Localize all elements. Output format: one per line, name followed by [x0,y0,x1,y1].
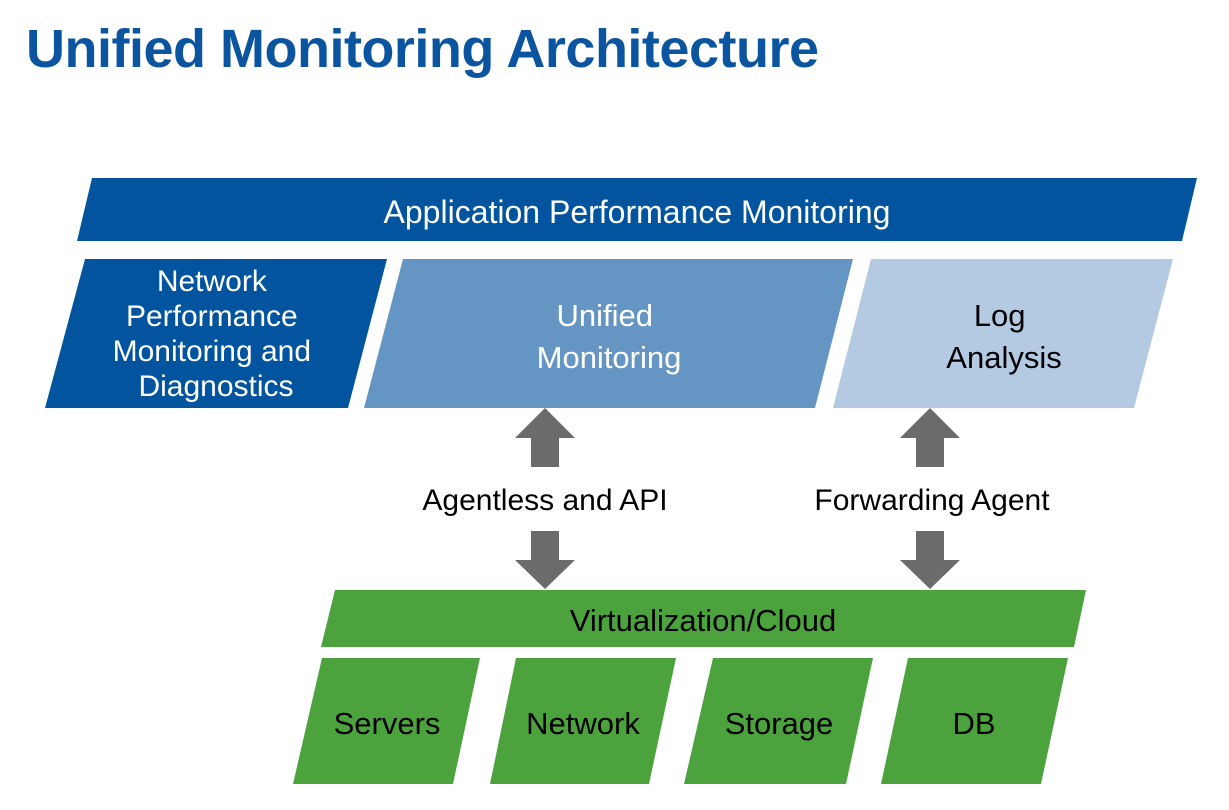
log-analysis-label: Log Analysis [946,298,1061,375]
npm-label-line: Diagnostics [138,370,293,403]
cloud-layer: Virtualization/Cloud [321,590,1086,647]
resource-label-db: DB [952,706,995,741]
resource-block-db [881,658,1068,784]
npm-label-line: Performance [126,300,298,333]
apm-label: Application Performance Monitoring [384,194,891,230]
resource-block-storage [684,658,873,784]
arrow-down-icon [515,531,575,589]
unified-monitoring-label: Unified Monitoring [537,298,682,375]
log-analysis-label-line: Analysis [946,340,1061,375]
unified-monitoring-block [364,259,853,408]
npm-label-line: Monitoring and [113,335,311,368]
npm-label: Network Performance Monitoring and Diagn… [113,265,320,403]
page-title: Unified Monitoring Architecture [26,19,819,79]
right-connector: Forwarding Agent [814,408,1050,589]
npm-block [45,259,387,408]
resource-layer: Servers Network Storage DB [293,658,1068,784]
arrow-down-icon [900,531,960,589]
log-analysis-block [833,259,1173,408]
forwarding-agent-label: Forwarding Agent [814,484,1050,517]
resource-label-network: Network [526,706,640,741]
cloud-band [321,590,1086,647]
cloud-label: Virtualization/Cloud [570,603,837,638]
apm-layer: Application Performance Monitoring [77,178,1197,241]
resource-label-storage: Storage [725,706,834,741]
agentless-api-label: Agentless and API [422,484,667,517]
arrow-up-icon [900,408,960,467]
npm-layer: Network Performance Monitoring and Diagn… [45,259,387,408]
arrow-up-icon [515,408,575,467]
unified-monitoring-label-line: Monitoring [537,340,682,375]
unified-monitoring-layer: Unified Monitoring [364,259,853,408]
unified-monitoring-label-line: Unified [556,298,653,333]
log-analysis-label-line: Log [974,298,1026,333]
left-connector: Agentless and API [422,408,668,589]
apm-band [77,178,1197,241]
log-analysis-layer: Log Analysis [833,259,1173,408]
resource-label-servers: Servers [334,706,441,741]
resource-block-network [490,658,676,784]
npm-label-line: Network [157,265,268,298]
resource-block-servers [293,658,480,784]
